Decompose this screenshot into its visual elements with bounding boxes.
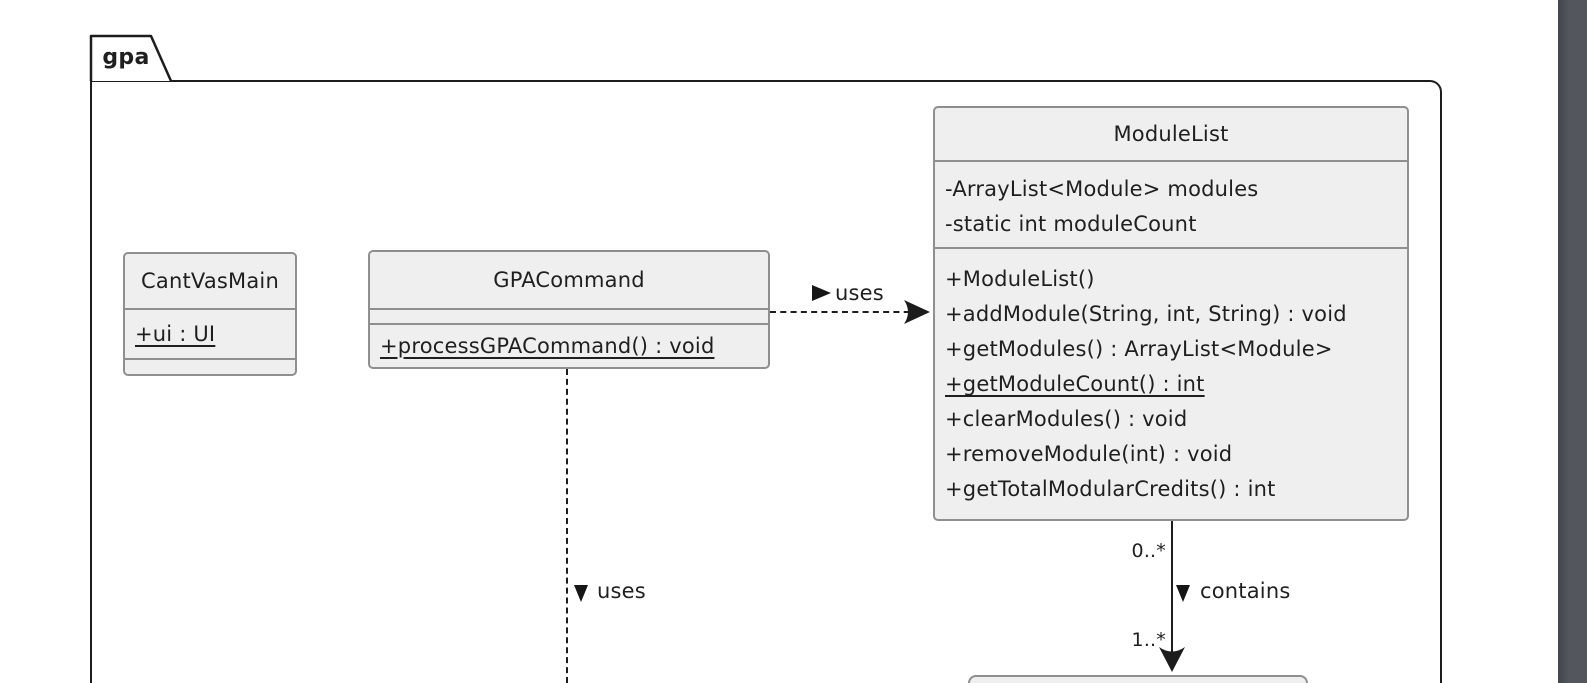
dependency-label: uses xyxy=(835,281,884,305)
dependency-label: uses xyxy=(597,579,646,603)
class-member: +ModuleList() xyxy=(945,267,1095,291)
uses-down-label-group: uses xyxy=(574,579,646,603)
open-arrowhead-down-icon xyxy=(1159,647,1185,672)
class-member: +addModule(String, int, String) : void xyxy=(945,302,1347,326)
package-tab xyxy=(89,34,173,82)
dependency-gpacommand-modulelist-line xyxy=(770,311,920,313)
class-member: -ArrayList<Module> modules xyxy=(945,177,1259,201)
class-member: +getModules() : ArrayList<Module> xyxy=(945,337,1333,361)
class-member: +getTotalModularCredits() : int xyxy=(945,477,1276,501)
class-attributes: -ArrayList<Module> modules -static int mo… xyxy=(935,160,1407,247)
class-member: +clearModules() : void xyxy=(945,407,1188,431)
class-title: GPACommand xyxy=(493,268,645,292)
class-member: +getModuleCount() : int xyxy=(945,372,1205,396)
package-gpa-border xyxy=(90,80,1442,683)
class-attributes xyxy=(370,308,768,323)
package-name-label: gpa xyxy=(102,45,150,70)
direction-triangle-down-icon xyxy=(574,585,588,602)
contains-label-group: contains xyxy=(1176,579,1291,603)
right-dark-band xyxy=(1558,0,1587,683)
open-arrowhead-right-icon xyxy=(904,300,930,324)
class-methods: +ModuleList() +addModule(String, int, Str… xyxy=(935,247,1407,519)
direction-triangle-down-icon xyxy=(1176,585,1190,602)
class-gpacommand: GPACommand +processGPACommand() : void xyxy=(368,250,770,369)
class-member: +ui : UI xyxy=(135,321,216,346)
multiplicity-source: 0..* xyxy=(1131,540,1166,562)
association-modulelist-module-line xyxy=(1171,521,1173,667)
uses-right-label-group: uses xyxy=(812,281,884,305)
class-member: -static int moduleCount xyxy=(945,212,1197,236)
class-title: ModuleList xyxy=(1113,122,1229,146)
class-attributes: +ui : UI xyxy=(125,308,295,358)
direction-triangle-right-icon xyxy=(812,285,831,301)
class-module-partial xyxy=(968,675,1308,683)
class-methods xyxy=(125,358,295,374)
class-cantvasmain: CantVasMain +ui : UI xyxy=(123,252,297,376)
multiplicity-target: 1..* xyxy=(1131,629,1166,651)
dependency-gpacommand-down-line xyxy=(566,369,568,683)
class-methods: +processGPACommand() : void xyxy=(370,323,768,367)
class-modulelist: ModuleList -ArrayList<Module> modules -st… xyxy=(933,106,1409,521)
class-member: +removeModule(int) : void xyxy=(945,442,1233,466)
class-member: +processGPACommand() : void xyxy=(380,333,715,358)
class-title: CantVasMain xyxy=(141,269,279,293)
association-label: contains xyxy=(1200,579,1291,603)
